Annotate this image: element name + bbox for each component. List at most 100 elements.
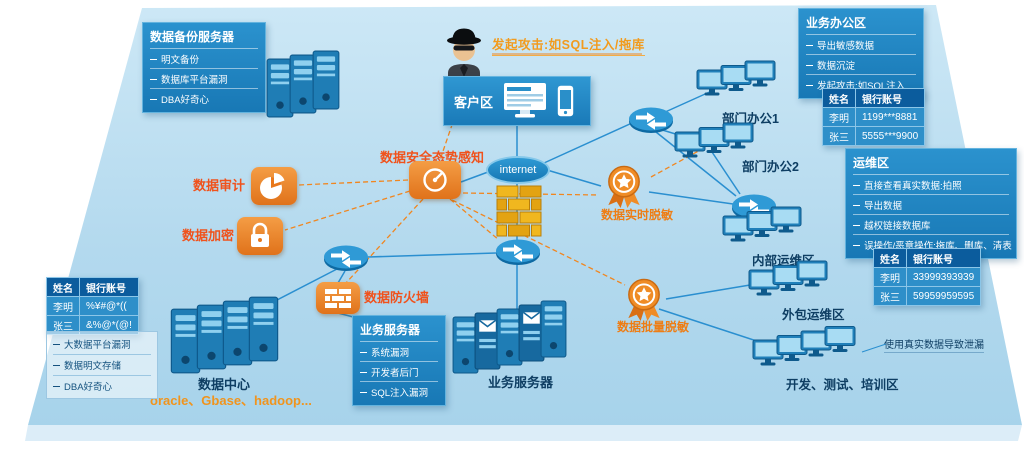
account-cell: %¥#@*(( bbox=[79, 296, 139, 316]
item-dash bbox=[806, 64, 813, 66]
item-label: 开发者后门 bbox=[371, 368, 419, 379]
risk-label: DBA好奇心 bbox=[64, 382, 113, 393]
item-dash bbox=[360, 391, 367, 393]
data-audit-label: 数据审计 bbox=[193, 178, 246, 193]
item-label: 系统漏洞 bbox=[371, 348, 410, 359]
box-item: 越权链接数据库 bbox=[853, 214, 1009, 234]
table-row: 张三 59959959595 bbox=[873, 286, 982, 306]
office-area-box: 业务办公区 导出敏感数据 数据沉淀 发起攻击:如SQL注入 bbox=[798, 8, 924, 99]
batch-masking-badge-icon bbox=[620, 277, 668, 322]
item-label: 越权链接数据库 bbox=[864, 221, 931, 232]
box-item: 误操作/恶意操作:拖库、删库、清表 bbox=[853, 234, 1012, 254]
awareness-label: 数据安全态势感知 bbox=[380, 150, 485, 165]
account-cell: 59959959595 bbox=[905, 286, 982, 306]
item-label: 明文备份 bbox=[161, 55, 200, 66]
hacker-icon bbox=[447, 28, 481, 78]
account-cell: 1199***8881 bbox=[854, 107, 926, 127]
firewall-bricks-icon bbox=[496, 185, 542, 237]
item-dash bbox=[150, 58, 157, 60]
realtime-masking-label: 数据实时脱敏 bbox=[600, 208, 673, 222]
item-label: DBA好奇心 bbox=[161, 95, 210, 106]
item-dash bbox=[853, 224, 860, 226]
datacenter-label: 数据中心 bbox=[198, 377, 251, 392]
risk-label: 大数据平台漏洞 bbox=[64, 340, 131, 351]
batch-masking-label: 数据批量脱敏 bbox=[616, 320, 689, 334]
datacenter-risk-list: 大数据平台漏洞 数据明文存储 DBA好奇心 bbox=[46, 331, 158, 399]
office-area-box-title: 业务办公区 bbox=[806, 16, 867, 30]
box-item: 导出数据 bbox=[853, 194, 1009, 214]
name-cell: 李明 bbox=[822, 107, 856, 127]
datacenter-servers bbox=[170, 300, 279, 366]
item-label: 直接查看真实数据:拍照 bbox=[864, 181, 962, 192]
attack-annotation: 发起攻击:如SQL注入/拖库 bbox=[492, 34, 645, 56]
client-area-box: 客户区 bbox=[443, 76, 591, 126]
client-area-title: 客户区 bbox=[454, 94, 494, 110]
item-dash bbox=[53, 364, 60, 366]
server-icon bbox=[248, 296, 279, 362]
table-row: 张三 &%@*(@! bbox=[46, 315, 139, 335]
devtest-workstations bbox=[752, 330, 856, 358]
router-icon bbox=[323, 244, 369, 272]
router-icon bbox=[628, 106, 674, 134]
phone-icon bbox=[557, 85, 574, 117]
item-label: 数据沉淀 bbox=[817, 61, 856, 72]
item-label: SQL注入漏洞 bbox=[371, 388, 429, 399]
wall-icon bbox=[325, 289, 351, 308]
dept1-workstations bbox=[696, 60, 776, 88]
dept2-workstations bbox=[674, 122, 754, 150]
internal-ops-workstations bbox=[722, 206, 802, 234]
datacenter-account-table: 姓名 银行账号 李明 %¥#@*(( 张三 &%@*(@! bbox=[46, 277, 139, 335]
backup-servers bbox=[266, 50, 340, 110]
box-item: 直接查看真实数据:拍照 bbox=[853, 174, 1009, 194]
data-firewall-label: 数据防火墙 bbox=[364, 290, 430, 305]
box-item: 发起攻击:如SQL注入 bbox=[806, 74, 916, 94]
business-servers-label: 业务服务器 bbox=[488, 375, 554, 390]
table-header-row: 姓名 银行账号 bbox=[873, 248, 982, 268]
bizserver-risk-box-title: 业务服务器 bbox=[360, 323, 421, 337]
item-dash bbox=[360, 351, 367, 353]
lock-icon bbox=[251, 222, 269, 247]
internet-node: internet bbox=[486, 156, 550, 184]
item-label: 导出数据 bbox=[864, 201, 903, 212]
devtest-label: 开发、测试、培训区 bbox=[786, 378, 899, 392]
name-cell: 李明 bbox=[873, 267, 907, 287]
item-dash bbox=[150, 78, 157, 80]
workstation-icon bbox=[770, 206, 802, 234]
outsourced-ops-label: 外包运维区 bbox=[782, 308, 845, 322]
ops-account-table: 姓名 银行账号 李明 33999393939 张三 59959959595 bbox=[873, 248, 982, 306]
workstation-icon bbox=[824, 326, 856, 354]
outsourced-ops-workstations bbox=[748, 260, 828, 288]
name-header: 姓名 bbox=[46, 277, 80, 297]
table-header-row: 姓名 银行账号 bbox=[822, 88, 926, 108]
account-header: 银行账号 bbox=[854, 88, 926, 108]
server-icon bbox=[540, 300, 567, 358]
risk-label: 数据明文存储 bbox=[64, 361, 122, 372]
box-item: 导出敏感数据 bbox=[806, 34, 916, 54]
office-account-table: 姓名 银行账号 李明 1199***8881 张三 5555***9900 bbox=[822, 88, 926, 146]
table-row: 李明 1199***8881 bbox=[822, 107, 926, 127]
item-dash bbox=[853, 244, 860, 246]
item-dash bbox=[853, 204, 860, 206]
table-header-row: 姓名 银行账号 bbox=[46, 277, 139, 297]
data-firewall-icon bbox=[316, 282, 360, 314]
box-item: DBA好奇心 bbox=[150, 88, 258, 108]
box-item: 数据沉淀 bbox=[806, 54, 916, 74]
item-dash bbox=[806, 44, 813, 46]
item-label: 导出敏感数据 bbox=[817, 41, 875, 52]
table-row: 李明 %¥#@*(( bbox=[46, 296, 139, 316]
item-dash bbox=[53, 343, 60, 345]
name-cell: 李明 bbox=[46, 296, 80, 316]
pie-chart-icon bbox=[260, 172, 285, 199]
business-servers bbox=[452, 308, 567, 366]
realtime-masking-badge-icon bbox=[600, 164, 648, 209]
bizserver-risk-box: 业务服务器 系统漏洞 开发者后门 SQL注入漏洞 bbox=[352, 315, 446, 406]
ops-area-box: 运维区 直接查看真实数据:拍照 导出数据 越权链接数据库 误操作/恶意操作:拖库… bbox=[845, 148, 1017, 259]
name-cell: 张三 bbox=[822, 126, 856, 146]
risk-item: 大数据平台漏洞 bbox=[53, 334, 151, 354]
name-cell: 张三 bbox=[873, 286, 907, 306]
table-row: 张三 5555***9900 bbox=[822, 126, 926, 146]
account-cell: 33999393939 bbox=[905, 267, 982, 287]
box-item: 数据库平台漏洞 bbox=[150, 68, 258, 88]
backup-server-box-title: 数据备份服务器 bbox=[150, 30, 235, 44]
